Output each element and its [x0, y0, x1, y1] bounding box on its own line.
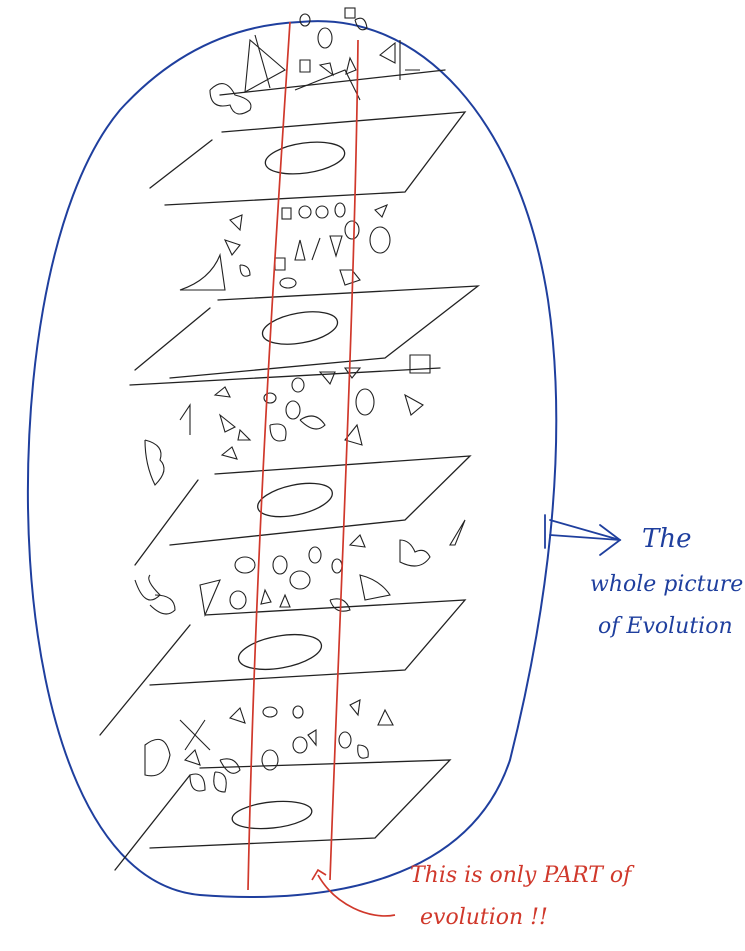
annotation-line-3: of Evolution	[598, 614, 733, 640]
plane-ovals	[231, 141, 346, 830]
organism-doodles	[134, 7, 466, 793]
red-annotation-line-2: evolution !!	[420, 904, 548, 930]
oval-1	[264, 141, 346, 175]
red-annotation: This is only PART of evolution !!	[410, 855, 730, 939]
plane-1	[164, 111, 467, 206]
oval-3	[257, 482, 333, 518]
oval-4	[237, 633, 323, 671]
oval-2	[261, 311, 339, 345]
red-line-right	[329, 39, 359, 881]
part-of-evolution-column	[247, 21, 396, 917]
plane-layers	[99, 69, 481, 871]
red-line-left	[247, 21, 291, 891]
red-arrow	[317, 874, 396, 917]
plane-3	[169, 455, 472, 546]
red-annotation-line-1: This is only PART of	[410, 863, 632, 888]
plane-2	[169, 285, 481, 379]
blue-annotation: The whole picture of Evolution	[590, 515, 744, 648]
annotation-line-2: whole picture	[590, 572, 744, 598]
whole-evolution-outline	[26, 20, 558, 898]
plane-5	[149, 759, 452, 849]
plane-4	[149, 599, 467, 686]
annotation-line-1: The	[642, 524, 692, 554]
blue-arrow	[544, 514, 622, 556]
oval-5	[231, 800, 313, 830]
